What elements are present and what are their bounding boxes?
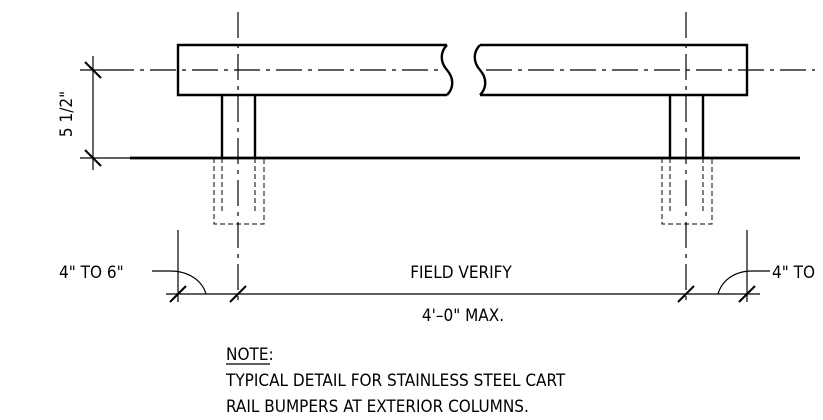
rail-break-left [440, 44, 454, 96]
note-heading: NOTE: [226, 345, 274, 365]
posts [220, 95, 705, 158]
left-offset-label: 4" TO 6" [59, 263, 124, 283]
rail-right-segment [480, 43, 749, 97]
center-lines [108, 12, 815, 300]
height-tick-bottom [84, 149, 102, 167]
rail-pipe [176, 43, 749, 97]
tick-rail-left [169, 285, 187, 303]
height-dimension [80, 56, 130, 170]
note-line-1: TYPICAL DETAIL FOR STAINLESS STEEL CART [225, 371, 566, 391]
note-line-2: RAIL BUMPERS AT EXTERIOR COLUMNS. [226, 397, 529, 417]
tick-post-left [229, 285, 247, 303]
span-label: 4'–0" MAX. [422, 306, 504, 326]
tick-rail-right [738, 285, 756, 303]
right-offset-label: 4" TO [772, 263, 815, 283]
tick-post-right [677, 285, 695, 303]
height-tick-top [84, 61, 102, 79]
right-sleeve-outer [661, 158, 713, 225]
embedded-sleeves [213, 158, 713, 225]
left-sleeve-outer [213, 158, 265, 225]
leader-left-offset [152, 270, 207, 295]
horizontal-dimensions [152, 230, 770, 303]
rail-break-right [473, 44, 487, 96]
field-verify-label: FIELD VERIFY [410, 263, 512, 283]
height-dimension-label: 5 1/2" [57, 91, 77, 137]
rail-left-segment [176, 43, 447, 97]
leader-right-offset [717, 270, 770, 295]
